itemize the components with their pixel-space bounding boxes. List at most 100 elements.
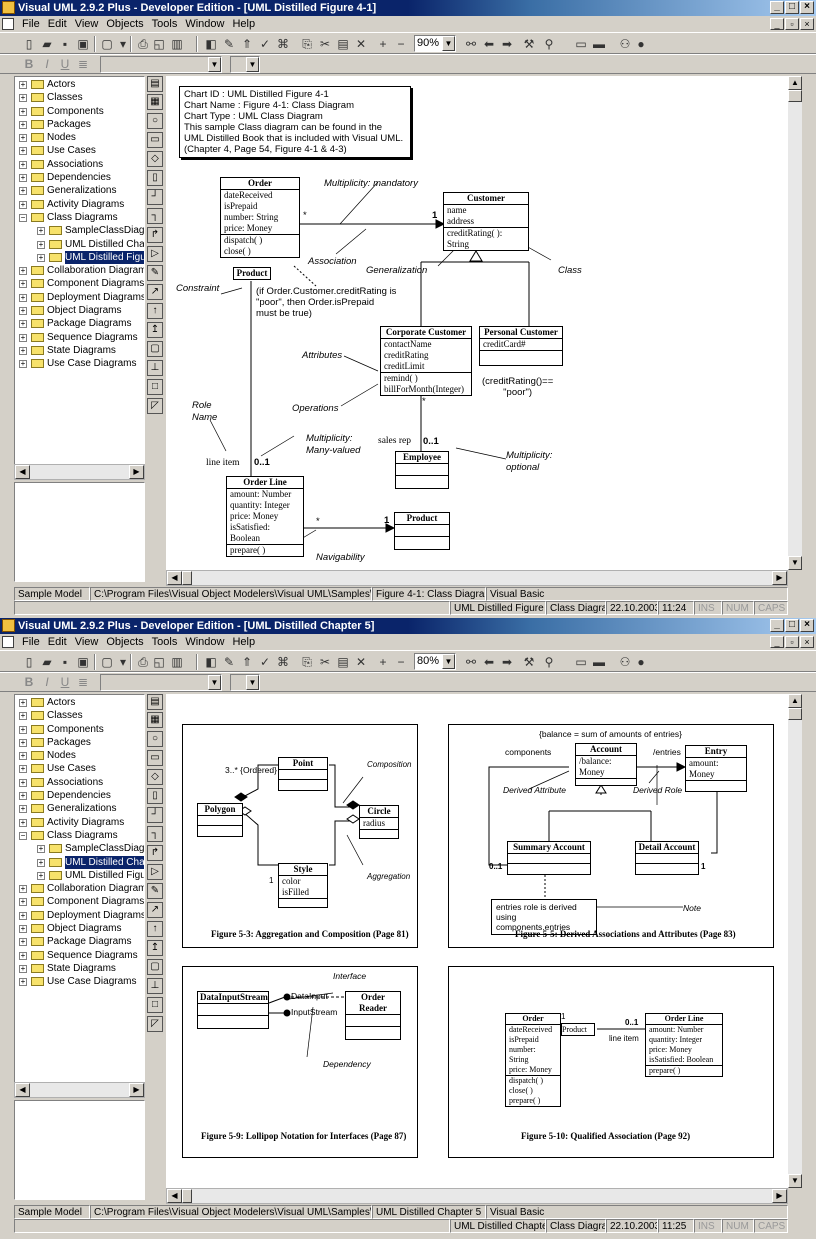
globe-icon[interactable]: ● (637, 37, 645, 51)
tree-item[interactable]: +Use Case Diagrams (15, 357, 144, 370)
tree-item[interactable]: +Nodes (15, 749, 144, 762)
expand-icon[interactable]: + (19, 319, 27, 329)
font-select[interactable]: ▼ (100, 674, 222, 691)
data-input-stream-class[interactable]: DataInputStream (197, 991, 269, 1029)
tree-item[interactable]: +Generalizations (15, 184, 144, 197)
zoom-select[interactable]: 90%▼ (414, 35, 456, 52)
wizard-icon[interactable]: ✎ (223, 655, 235, 669)
line-tool-icon[interactable]: ↗ (147, 902, 163, 918)
check-icon[interactable]: ✓ (259, 655, 271, 669)
expand-icon[interactable]: + (19, 751, 27, 761)
tree-item[interactable]: +SampleClassDiagram1 (15, 842, 144, 855)
maximize-icon[interactable]: □ (785, 1, 799, 14)
expand-icon[interactable]: + (19, 199, 27, 209)
expand-icon[interactable]: + (19, 332, 27, 342)
expand-icon[interactable]: + (37, 844, 45, 854)
assoc-tool-icon[interactable]: ┐ (147, 208, 163, 224)
detail-account-class[interactable]: Detail Account (635, 841, 699, 875)
shape-tool-icon[interactable]: ⊥ (147, 360, 163, 376)
expand-icon[interactable]: + (19, 279, 27, 289)
expand-icon[interactable]: + (37, 226, 45, 236)
tree-item[interactable]: +Object Diagrams (15, 922, 144, 935)
expand-icon[interactable]: + (19, 306, 27, 316)
chevron-down-icon[interactable]: ▼ (442, 654, 455, 669)
expand-icon[interactable]: + (19, 884, 27, 894)
menu-help[interactable]: Help (232, 18, 256, 30)
italic-icon[interactable]: I (45, 675, 49, 689)
canvas-hscroll[interactable]: ◀▶ (166, 1188, 788, 1204)
tree-hscroll[interactable]: ◀▶ (14, 464, 145, 480)
chart-icon[interactable]: ▥ (171, 655, 183, 669)
gen-tool-icon[interactable]: ▷ (147, 246, 163, 262)
tree-item[interactable]: +Components (15, 105, 144, 118)
link-icon[interactable]: ⌘ (277, 655, 289, 669)
scroll-up-icon[interactable]: ▲ (788, 694, 802, 708)
personal-customer-class[interactable]: Personal Customer creditCard# (479, 326, 563, 366)
chart-icon[interactable]: ▥ (171, 37, 183, 51)
scroll-thumb[interactable] (182, 571, 192, 585)
shape-tool-icon[interactable]: ⊥ (147, 978, 163, 994)
tree-hscroll[interactable]: ◀▶ (14, 1082, 145, 1098)
copy-icon[interactable]: ⎘ (302, 655, 312, 669)
figure-5-5-frame[interactable]: {balance = sum of amounts of entries} Ac… (448, 724, 774, 948)
window-icon[interactable]: ▭ (575, 655, 587, 669)
tree-item[interactable]: −Class Diagrams (15, 211, 144, 224)
close-icon[interactable]: × (800, 1, 814, 14)
tree-item[interactable]: +Components (15, 723, 144, 736)
expand-icon[interactable]: + (19, 173, 27, 183)
mdi-minimize-icon[interactable]: _ (770, 18, 784, 30)
scroll-left-icon[interactable]: ◀ (15, 1083, 30, 1097)
tree-item[interactable]: +Package Diagrams (15, 935, 144, 948)
minimize-icon[interactable]: _ (770, 619, 784, 632)
expand-icon[interactable]: + (19, 804, 27, 814)
chevron-down-icon[interactable]: ▼ (246, 57, 259, 72)
menu-window[interactable]: Window (185, 18, 225, 30)
expand-icon[interactable]: − (19, 212, 27, 222)
employee-class[interactable]: Employee (395, 451, 449, 489)
up2-tool-icon[interactable]: ↥ (147, 940, 163, 956)
open-icon[interactable]: ▰ (42, 37, 52, 51)
link-icon[interactable]: ⌘ (277, 37, 289, 51)
panel-icon[interactable]: ▬ (593, 655, 605, 669)
expand-icon[interactable]: + (19, 359, 27, 369)
menu-file[interactable]: File (22, 18, 40, 30)
expand-icon[interactable]: + (37, 857, 45, 867)
size-select[interactable]: ▼ (230, 56, 260, 73)
tree-item[interactable]: +SampleClassDiagram1 (15, 224, 144, 237)
menu-tools[interactable]: Tools (151, 636, 178, 648)
tree-item[interactable]: +UML Distilled Chapter 5 (15, 238, 144, 251)
menu-edit[interactable]: Edit (47, 636, 67, 648)
save-all-icon[interactable]: ▣ (77, 37, 89, 51)
scroll-right-icon[interactable]: ▶ (772, 571, 787, 585)
new-doc-icon[interactable]: ▢ (101, 37, 113, 51)
window-icon[interactable]: ▭ (575, 37, 587, 51)
scroll-right-icon[interactable]: ▶ (772, 1189, 787, 1203)
tree-item[interactable]: +Dependencies (15, 789, 144, 802)
paste-icon[interactable]: ▤ (337, 37, 349, 51)
tree-item[interactable]: +Activity Diagrams (15, 198, 144, 211)
paste-icon[interactable]: ▤ (337, 655, 349, 669)
minimize-icon[interactable]: _ (770, 1, 784, 14)
expand-icon[interactable]: + (19, 764, 27, 774)
zoom-select[interactable]: 80%▼ (414, 653, 456, 670)
scroll-left-icon[interactable]: ◀ (167, 1189, 182, 1203)
expand-icon[interactable]: + (19, 146, 27, 156)
point-class[interactable]: Point (278, 757, 328, 791)
tree-item[interactable]: +Deployment Diagrams (15, 909, 144, 922)
tree-item[interactable]: +Collaboration Diagrams (15, 264, 144, 277)
tree-item[interactable]: +Object Diagrams (15, 304, 144, 317)
pointer-tool-icon[interactable]: ▤ (147, 694, 163, 710)
zoom-in-icon[interactable]: + (379, 37, 387, 51)
expand-icon[interactable]: + (19, 924, 27, 934)
panel-icon[interactable]: ▬ (593, 37, 605, 51)
menu-objects[interactable]: Objects (106, 18, 144, 30)
dep-tool-icon[interactable]: ↱ (147, 845, 163, 861)
save-icon[interactable]: ▪ (62, 655, 68, 669)
assoc-tool-icon[interactable]: ┐ (147, 826, 163, 842)
